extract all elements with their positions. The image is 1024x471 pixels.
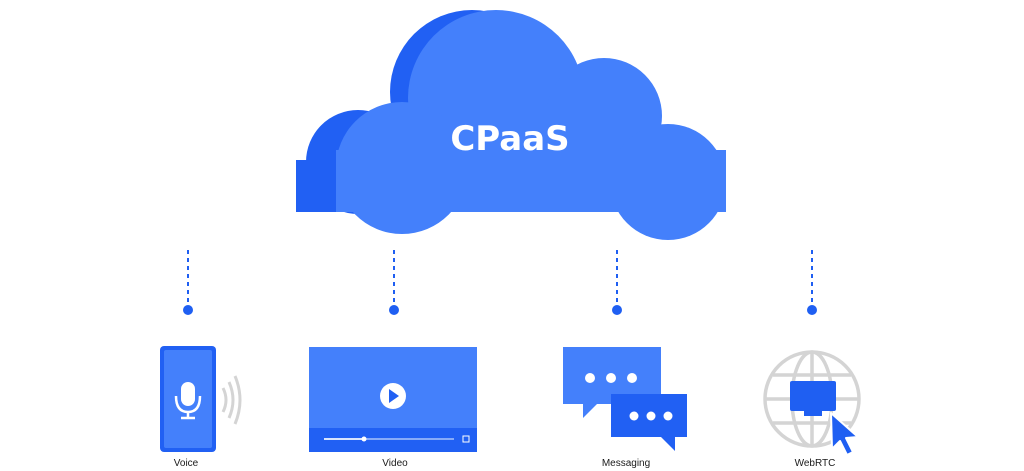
connector-webrtc [807,250,817,315]
cloud-title: CPaaS [450,119,569,159]
connector-dot-voice [183,305,193,315]
connectors [183,250,817,315]
service-label-messaging: Messaging [602,458,650,469]
connector-voice [183,250,193,315]
service-label-video: Video [382,458,408,469]
connector-dot-messaging [612,305,622,315]
cloud-body [336,10,726,240]
video-player-icon [309,347,477,452]
service-label-voice: Voice [174,458,199,469]
connector-video [389,250,399,315]
chat-bubbles-icon [563,347,687,451]
cloud: CPaaS [296,10,726,240]
connector-dot-video [389,305,399,315]
globe-cursor-icon [763,350,861,456]
connector-messaging [612,250,622,315]
connector-dot-webrtc [807,305,817,315]
phone-microphone-icon [160,346,242,452]
service-label-webrtc: WebRTC [795,458,836,469]
